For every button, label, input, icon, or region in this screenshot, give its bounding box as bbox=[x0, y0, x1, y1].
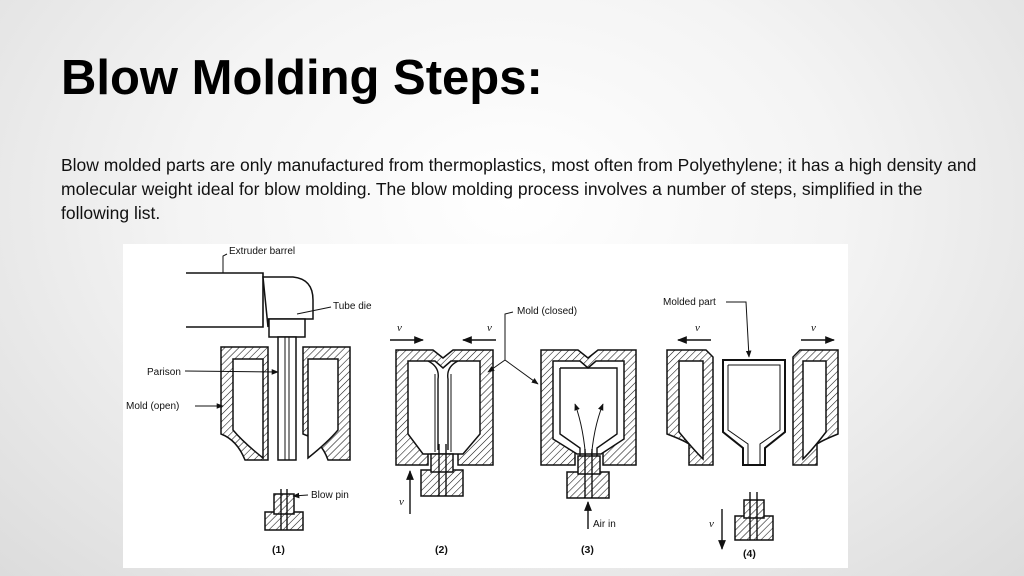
label-molded-part: Molded part bbox=[663, 297, 716, 308]
step-4-label: (4) bbox=[743, 548, 756, 560]
parison bbox=[277, 336, 297, 461]
velocity-label: v bbox=[487, 322, 492, 334]
label-mold-closed: Mold (closed) bbox=[517, 306, 577, 317]
label-parison: Parison bbox=[147, 367, 181, 378]
step-2-label: (2) bbox=[435, 544, 448, 556]
step-2-group: v v v (2) bbox=[390, 322, 496, 556]
velocity-label: v bbox=[709, 518, 714, 530]
step-4-group: Molded part v v v (4) bbox=[663, 297, 839, 560]
extruder-barrel bbox=[186, 272, 264, 328]
step-1-group: Extruder barrel Tube die Parison Mold (o… bbox=[126, 246, 372, 556]
label-blow-pin: Blow pin bbox=[311, 490, 349, 501]
step-1-label: (1) bbox=[272, 544, 285, 556]
slide-body-text: Blow molded parts are only manufactured … bbox=[61, 155, 977, 223]
step-3-label: (3) bbox=[581, 544, 594, 556]
blow-molding-diagram: Extruder barrel Tube die Parison Mold (o… bbox=[123, 244, 848, 568]
label-extruder-barrel: Extruder barrel bbox=[229, 246, 295, 257]
label-tube-die: Tube die bbox=[333, 301, 372, 312]
slide-title: Blow Molding Steps: bbox=[61, 51, 543, 105]
step-3-group: Air in (3) bbox=[540, 349, 637, 556]
label-air-in: Air in bbox=[593, 519, 616, 530]
molded-part bbox=[722, 359, 786, 466]
label-mold-open: Mold (open) bbox=[126, 401, 179, 412]
velocity-label: v bbox=[811, 322, 816, 334]
velocity-label: v bbox=[695, 322, 700, 334]
velocity-label: v bbox=[397, 322, 402, 334]
velocity-label: v bbox=[399, 496, 404, 508]
tube-die bbox=[268, 318, 306, 338]
